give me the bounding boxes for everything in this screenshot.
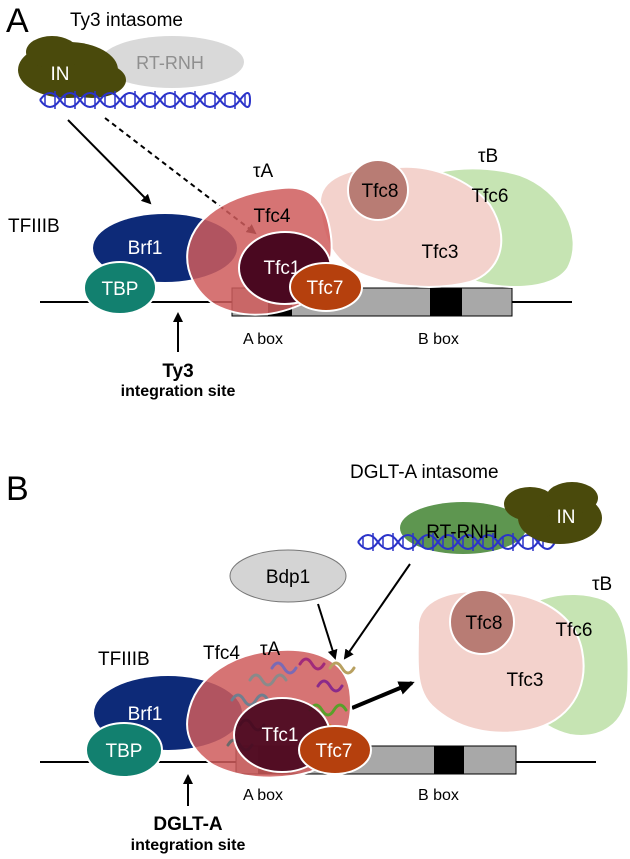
panel-a: A Ty3 intasome RT-RNH IN	[6, 2, 575, 400]
tau-b-label-b: τB	[592, 574, 612, 595]
dglt-site-name: DGLT-A	[153, 814, 223, 835]
tbp-label-b: TBP	[106, 741, 143, 762]
b-box-label-b: B box	[418, 787, 459, 804]
brf1-label-a: Brf1	[128, 238, 163, 259]
rt-rnh-domain	[100, 36, 244, 88]
bdp1-arrow	[317, 603, 338, 660]
panel-b-letter: B	[6, 470, 29, 508]
tfc3-label-b: Tfc3	[507, 670, 544, 691]
in-domain	[18, 36, 126, 98]
tfc4-label-b: Tfc4	[203, 643, 240, 664]
tau-b-label-a: τB	[478, 146, 498, 167]
rt-rnh-label: RT-RNH	[136, 53, 204, 73]
tfc6-label-b: Tfc6	[556, 620, 593, 641]
ty3-intasome: RT-RNH IN	[18, 36, 251, 109]
b-box-a	[430, 288, 462, 316]
tbp-b	[85, 722, 163, 778]
tau-b-complex-a: Tfc8 Tfc6 Tfc3	[318, 159, 575, 288]
intasome-arrow-b	[343, 563, 411, 660]
tfc7-b	[298, 725, 372, 775]
tbp-a	[83, 261, 157, 315]
ty3-site-caption: integration site	[121, 383, 236, 400]
rt-rnh-label-b: RT-RNH	[426, 522, 497, 543]
tfc8-b	[449, 589, 515, 655]
tau-b-complex-b: Tfc8 Tfc6 Tfc3	[416, 589, 630, 737]
tfc6-label-a: Tfc6	[472, 186, 509, 207]
tfc1-label-a: Tfc1	[264, 258, 301, 279]
b-box-b	[434, 746, 464, 774]
ty3-site-name: Ty3	[162, 361, 193, 382]
tfc7-label-b: Tfc7	[316, 741, 353, 762]
tfc7-label-a: Tfc7	[307, 278, 344, 299]
dglt-site-caption: integration site	[131, 837, 246, 854]
b-box-label-a: B box	[418, 331, 459, 348]
dglt-intasome-title: DGLT-A intasome	[350, 462, 499, 483]
bdp1	[229, 549, 347, 603]
a-box-label-b: A box	[243, 787, 283, 804]
arrow-to-brf1	[67, 119, 152, 205]
tfc8-label-b: Tfc8	[466, 613, 503, 634]
dglt-intasome: RT-RNH IN	[357, 482, 602, 554]
tfc8-a	[347, 159, 409, 221]
tfc1-label-b: Tfc1	[262, 725, 299, 746]
tbp-label-a: TBP	[102, 279, 139, 300]
rt-rnh-domain-b	[400, 502, 526, 554]
tfc7-a	[289, 262, 363, 312]
tfc3-label-a: Tfc3	[422, 242, 459, 263]
tfc8-label-a: Tfc8	[362, 181, 399, 202]
tau-a-label-a: τA	[253, 161, 274, 182]
tfiiib-label-a: TFIIIB	[8, 216, 60, 237]
a-box-label-a: A box	[243, 331, 283, 348]
ty3-intasome-title: Ty3 intasome	[70, 10, 183, 31]
in-domain-b	[504, 482, 602, 544]
release-arrow	[351, 681, 415, 710]
tfc4-label-a: Tfc4	[254, 206, 291, 227]
dna-helix-b	[357, 533, 556, 551]
panel-b: B DGLT-A intasome	[6, 462, 630, 854]
tau-a-label-b: τA	[260, 639, 281, 660]
in-label-b: IN	[557, 507, 576, 528]
dna-helix	[39, 91, 251, 109]
in-label: IN	[51, 64, 70, 85]
brf1-label-b: Brf1	[128, 704, 163, 725]
tfiiib-label-b: TFIIIB	[98, 649, 150, 670]
panel-a-letter: A	[6, 2, 29, 40]
bdp1-label: Bdp1	[266, 567, 310, 588]
